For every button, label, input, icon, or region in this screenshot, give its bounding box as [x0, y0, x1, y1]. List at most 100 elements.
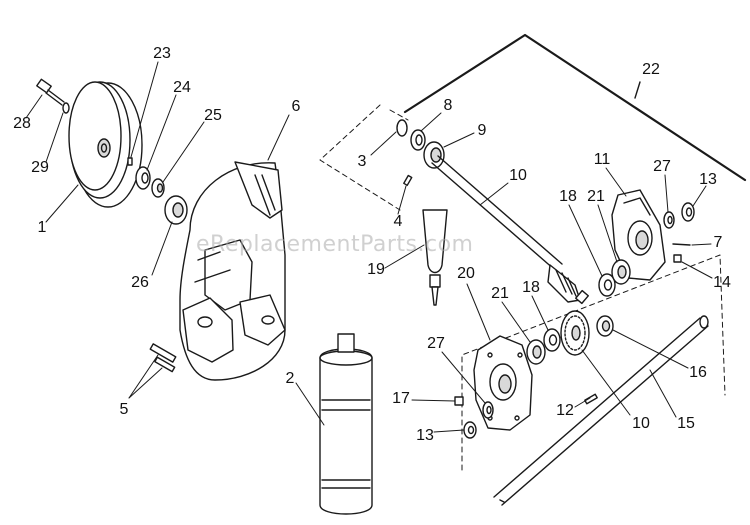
label-10-lower: 10	[632, 415, 650, 432]
label-27-upper: 27	[653, 158, 671, 175]
key-part-12	[584, 393, 598, 405]
label-25: 25	[204, 107, 222, 124]
leader-20	[466, 283, 491, 341]
leader-10b	[581, 349, 631, 416]
washer-part-18-upper	[598, 273, 616, 297]
bearing-part-16	[596, 315, 614, 337]
label-13-lower: 13	[416, 427, 434, 444]
leader-15	[649, 369, 677, 418]
leader-9	[443, 132, 475, 148]
leader-17	[411, 399, 456, 402]
leader-25	[162, 121, 205, 183]
screw-part-7	[672, 243, 691, 246]
fitting-part-17	[454, 396, 464, 406]
leader-6	[267, 114, 290, 161]
leader-5a	[128, 354, 159, 399]
leader-16	[612, 329, 689, 369]
label-9: 9	[477, 122, 487, 139]
leader-27b	[441, 351, 486, 404]
leader-28	[25, 94, 43, 119]
label-5: 5	[119, 401, 129, 418]
bearing-part-21-upper	[611, 259, 631, 285]
leader-4	[397, 185, 407, 215]
gear-case-part-20	[473, 335, 533, 431]
leader-10a	[479, 182, 509, 206]
leader-13a	[692, 185, 707, 207]
label-18-upper: 18	[559, 188, 577, 205]
label-7: 7	[713, 234, 723, 251]
leader-24	[146, 94, 177, 171]
label-19: 19	[367, 261, 385, 278]
key-part-23	[127, 157, 133, 166]
worm-gear-part-10	[560, 310, 590, 356]
label-16: 16	[689, 364, 707, 381]
bearing-part-21-lower	[526, 339, 546, 365]
washer-part-13-lower	[463, 421, 477, 439]
washer-part-3	[396, 119, 408, 137]
plug-part-14	[673, 254, 682, 263]
washer-part-13-upper	[681, 202, 695, 222]
housing-part-6	[179, 161, 286, 381]
label-15: 15	[677, 415, 695, 432]
collar-part-24	[135, 166, 151, 190]
label-27-lower: 27	[427, 335, 445, 352]
leader-18b	[531, 295, 549, 331]
label-22: 22	[642, 61, 660, 78]
label-8: 8	[443, 97, 453, 114]
label-28: 28	[13, 115, 31, 132]
dashed-guide-right-top	[389, 109, 409, 121]
bearing-part-27-lower	[482, 401, 494, 419]
label-23: 23	[153, 45, 171, 62]
pulley-part-1	[68, 81, 143, 208]
pins-part-5	[149, 343, 177, 373]
leader-23	[130, 61, 159, 158]
group-bracket-line	[403, 33, 747, 182]
leader-12	[574, 397, 591, 408]
dashed-guide-lower	[461, 254, 726, 471]
label-1: 1	[37, 219, 47, 236]
bushing-part-9	[423, 141, 445, 169]
leader-1	[45, 184, 79, 223]
leader-14	[681, 261, 713, 279]
leader-21b	[501, 301, 531, 343]
label-18-lower: 18	[522, 279, 540, 296]
leader-27a	[664, 174, 669, 213]
watermark-text: eReplacementParts.com	[196, 232, 474, 257]
lubricant-tube-part-2	[319, 333, 373, 515]
leader-21a	[597, 204, 618, 263]
leader-22	[634, 81, 641, 99]
leader-3	[370, 131, 397, 156]
leader-8	[420, 112, 442, 132]
label-24: 24	[173, 79, 191, 96]
leader-5b	[128, 367, 163, 399]
leader-2	[295, 382, 325, 426]
washer-part-29	[62, 102, 70, 114]
leader-11	[605, 167, 627, 197]
label-14: 14	[713, 274, 731, 291]
label-3: 3	[357, 153, 367, 170]
label-17: 17	[392, 390, 410, 407]
label-2: 2	[285, 370, 295, 387]
grease-tube-part-19	[422, 209, 448, 306]
label-6: 6	[291, 98, 301, 115]
leader-13b	[433, 429, 465, 433]
label-13-upper: 13	[699, 171, 717, 188]
bearing-part-27-upper	[663, 211, 675, 229]
washer-part-18-lower	[543, 328, 561, 352]
label-4: 4	[393, 213, 403, 230]
key-part-4	[403, 174, 413, 187]
label-29: 29	[31, 159, 49, 176]
label-26: 26	[131, 274, 149, 291]
leader-19	[384, 244, 425, 269]
leader-7	[691, 243, 712, 246]
leader-18a	[568, 204, 603, 277]
axle-shaft-part-15	[493, 315, 709, 506]
label-21-lower: 21	[491, 285, 509, 302]
label-10-upper: 10	[509, 167, 527, 184]
gear-case-part-11	[611, 189, 666, 281]
label-20: 20	[457, 265, 475, 282]
label-12: 12	[556, 402, 574, 419]
bearing-part-8	[410, 129, 426, 151]
dashed-guide-left	[319, 104, 401, 211]
